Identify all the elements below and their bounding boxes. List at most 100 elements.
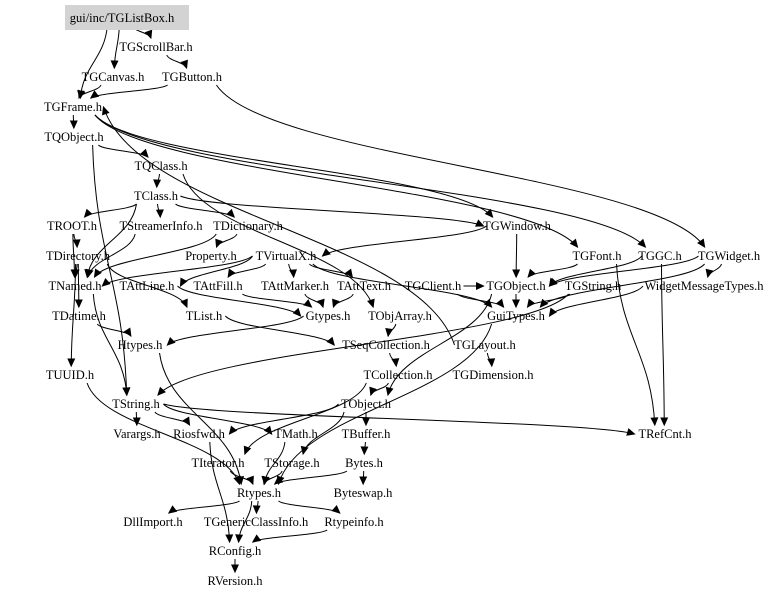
graph-node[interactable]: TGString.h [565, 279, 622, 293]
edge-arrowhead [233, 475, 241, 486]
edges-layer [67, 25, 722, 574]
graph-node[interactable]: gui/inc/TGListBox.h [65, 5, 189, 30]
graph-node[interactable]: TQClass.h [134, 159, 188, 173]
edge-TGButton-to-TGWidget [215, 84, 706, 248]
edge-arrowhead [660, 417, 669, 427]
graph-node[interactable]: TStreamerInfo.h [120, 219, 204, 233]
graph-node[interactable]: TAttMarker.h [261, 279, 330, 293]
edge-TGButton-to-TGFrame [90, 84, 168, 99]
edge-arrowhead [300, 445, 309, 456]
edge-arrowhead [367, 298, 375, 309]
node-label: TStorage.h [264, 456, 320, 470]
edge-arrowhead [548, 278, 558, 287]
edge-TGListBox-to-TGFrame [79, 25, 108, 99]
graph-node[interactable]: TBuffer.h [342, 427, 391, 441]
graph-node[interactable]: Varargs.h [113, 427, 161, 441]
graph-node[interactable]: TMath.h [274, 427, 318, 441]
node-label: Htypes.h [118, 338, 164, 352]
node-label: TList.h [186, 309, 223, 323]
edge-TGFrame-to-TGFont [94, 114, 578, 248]
edge-TGWidget-to-TGObject [549, 255, 699, 287]
graph-node[interactable]: TGClient.h [405, 279, 462, 293]
graph-node[interactable]: TGFont.h [573, 249, 623, 263]
graph-node[interactable]: Bytes.h [345, 456, 384, 470]
node-label: Property.h [185, 249, 237, 263]
graph-node[interactable]: TGWindow.h [483, 219, 552, 233]
graph-node[interactable]: TIterator.h [191, 456, 245, 470]
edge-arrowhead [180, 59, 188, 70]
graph-node[interactable]: Rtypeinfo.h [324, 515, 384, 529]
graph-node[interactable]: TRefCnt.h [638, 427, 692, 441]
node-label: TGButton.h [162, 70, 223, 84]
graph-node[interactable]: TGScrollBar.h [119, 40, 193, 54]
edge-arrowhead [231, 564, 239, 574]
graph-node[interactable]: TROOT.h [47, 219, 98, 233]
graph-node[interactable]: TGDimension.h [453, 368, 535, 382]
node-label: TDirectory.h [46, 249, 111, 263]
graph-node[interactable]: TQObject.h [44, 130, 104, 144]
graph-node[interactable]: TAttLine.h [120, 279, 176, 293]
graph-node[interactable]: TObjArray.h [368, 309, 433, 323]
edge-GuiTypes-to-Rtypes [278, 323, 493, 485]
graph-node[interactable]: TObject.h [341, 397, 392, 411]
graph-node[interactable]: TClass.h [134, 189, 179, 203]
edge-arrowhead [321, 248, 331, 257]
graph-node[interactable]: GuiTypes.h [487, 309, 546, 323]
graph-node[interactable]: RConfig.h [209, 544, 262, 558]
graph-node[interactable]: TCollection.h [363, 368, 433, 382]
edge-arrowhead [637, 238, 647, 248]
graph-node[interactable]: TAttText.h [337, 279, 392, 293]
graph-node[interactable]: TAttFill.h [193, 279, 243, 293]
graph-node[interactable]: TDirectory.h [46, 249, 111, 263]
graph-node[interactable]: TVirtualX.h [256, 249, 317, 263]
node-label: GuiTypes.h [487, 309, 546, 323]
graph-node[interactable]: TGButton.h [162, 70, 223, 84]
graph-node[interactable]: TDictionary.h [213, 219, 283, 233]
graph-node[interactable]: Rtypes.h [237, 486, 282, 500]
node-label: TObjArray.h [368, 309, 433, 323]
graph-node[interactable]: TGLayout.h [454, 338, 516, 352]
edge-TGWidget-to-GuiTypes [540, 263, 705, 308]
edge-TGObject-to-TObject [387, 293, 493, 396]
edge-arrowhead [226, 208, 236, 218]
graph-node[interactable]: Byteswap.h [334, 486, 393, 500]
edge-TDirectory-to-TUUID [70, 263, 77, 367]
graph-node[interactable]: RVersion.h [208, 574, 264, 588]
graph-node[interactable]: TSeqCollection.h [342, 338, 431, 352]
graph-node[interactable]: TGenericClassInfo.h [204, 515, 309, 529]
graph-node[interactable]: TGFrame.h [44, 100, 103, 114]
graph-node[interactable]: Htypes.h [118, 338, 164, 352]
edge-arrowhead [69, 120, 78, 130]
edge-arrowhead [360, 446, 369, 456]
edge-arrowhead [527, 268, 537, 278]
graph-node[interactable]: TDatime.h [52, 309, 107, 323]
graph-node[interactable]: Gtypes.h [306, 309, 352, 323]
graph-node[interactable]: TGCanvas.h [82, 70, 146, 84]
graph-node[interactable]: WidgetMessageTypes.h [644, 279, 764, 293]
edge-TGFont-to-TRefCnt [616, 263, 656, 426]
graph-node[interactable]: TList.h [186, 309, 223, 323]
edge-TGString-to-TString [157, 293, 569, 396]
graph-node[interactable]: TGGC.h [638, 249, 682, 263]
edge-arrowhead [262, 475, 270, 486]
graph-node[interactable]: TNamed.h [48, 279, 102, 293]
node-label: TGWidget.h [698, 249, 761, 263]
graph-node[interactable]: TGWidget.h [698, 249, 761, 263]
graph-node[interactable]: DllImport.h [123, 515, 183, 529]
node-label: TMath.h [274, 427, 318, 441]
edge-arrowhead [157, 386, 166, 396]
graph-node[interactable]: TStorage.h [264, 456, 320, 470]
node-label: Bytes.h [345, 456, 384, 470]
graph-node[interactable]: Property.h [185, 249, 237, 263]
graph-node[interactable]: TGObject.h [486, 279, 546, 293]
node-label: TGFrame.h [44, 100, 103, 114]
graph-node[interactable]: TUUID.h [46, 368, 95, 382]
graph-node[interactable]: Riosfwd.h [173, 427, 225, 441]
edge-arrowhead [110, 60, 119, 70]
node-label: Varargs.h [113, 427, 161, 441]
edge-arrowhead [74, 299, 83, 309]
graph-node[interactable]: TString.h [112, 397, 160, 411]
node-label: RConfig.h [209, 544, 262, 558]
node-label: TBuffer.h [342, 427, 391, 441]
edge-TClass-to-TGWindow [180, 195, 484, 227]
